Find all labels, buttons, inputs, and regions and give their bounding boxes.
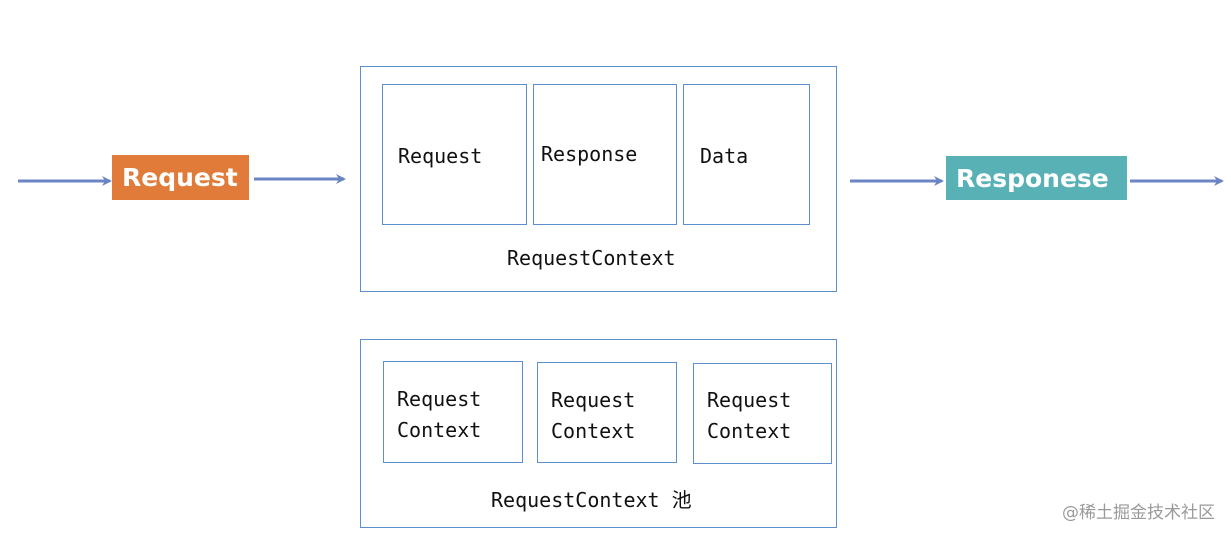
- request-context-caption: RequestContext: [507, 246, 676, 270]
- request-label-box: Request: [112, 155, 249, 200]
- context-cell-data: Data: [683, 84, 810, 225]
- context-cell-request: Request: [382, 84, 527, 225]
- pool-item-1-line2: Context: [397, 418, 482, 442]
- request-label: Request: [122, 163, 238, 192]
- pool-item-2-line2: Context: [551, 419, 636, 443]
- context-cell-response: Response: [533, 84, 677, 225]
- response-label-box: Responese: [946, 156, 1127, 200]
- context-cell-request-text: Request: [398, 144, 483, 168]
- request-context-pool-caption: RequestContext 池: [491, 488, 692, 512]
- response-label: Responese: [956, 163, 1109, 193]
- pool-item-2-line1: Request: [551, 388, 636, 412]
- pool-item-3-line2: Context: [707, 419, 792, 443]
- pool-item-3-line1: Request: [707, 388, 792, 412]
- pool-item-1: Request Context: [383, 361, 523, 463]
- pool-item-3: Request Context: [693, 363, 832, 464]
- context-cell-data-text: Data: [700, 144, 749, 168]
- pool-item-2: Request Context: [537, 362, 677, 463]
- context-cell-response-text: Response: [541, 142, 638, 166]
- watermark-text: @稀土掘金技术社区: [1062, 503, 1215, 523]
- pool-item-1-line1: Request: [397, 387, 482, 411]
